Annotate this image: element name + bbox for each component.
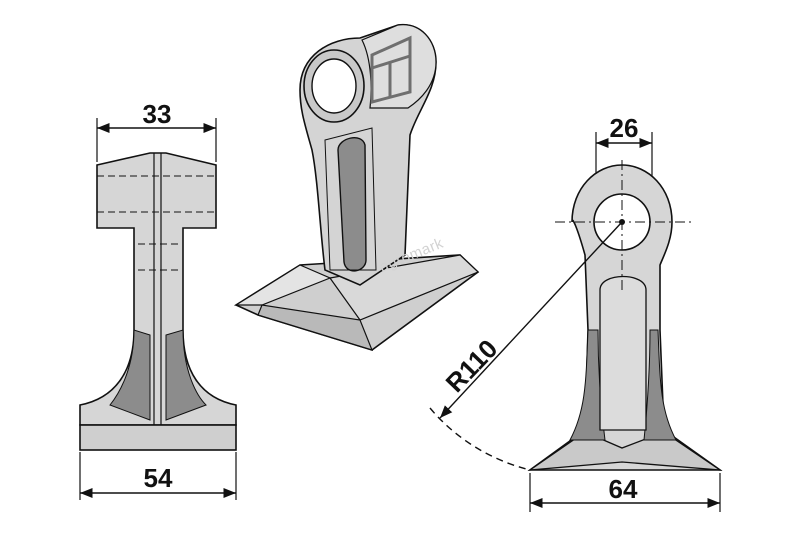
front-blade-body (79, 152, 237, 426)
iso-base-front-face (257, 304, 374, 351)
front-view (79, 118, 237, 500)
side-fillet-right (643, 329, 677, 441)
side-fillet-left (569, 329, 606, 441)
iso-base-top-face (328, 254, 480, 321)
radius-label: R110 (440, 333, 504, 398)
front-bottom-width-label: 54 (144, 463, 173, 493)
front-blade-base (79, 424, 237, 451)
isometric-view (233, 23, 480, 351)
front-fillet-right (165, 329, 207, 421)
side-view (429, 132, 723, 512)
iso-slot (337, 137, 367, 272)
radius-leader (439, 221, 623, 419)
front-fillet-left (109, 329, 151, 421)
iso-bore-hole (311, 58, 357, 114)
head-logo-icon (370, 35, 412, 104)
front-top-width-label: 33 (143, 99, 172, 129)
side-slot (599, 275, 647, 431)
radius-arc (429, 407, 531, 471)
side-bottom-width-label: 64 (609, 474, 638, 504)
bore-diameter-label: 26 (610, 113, 639, 143)
iso-slot-outline (324, 127, 377, 271)
